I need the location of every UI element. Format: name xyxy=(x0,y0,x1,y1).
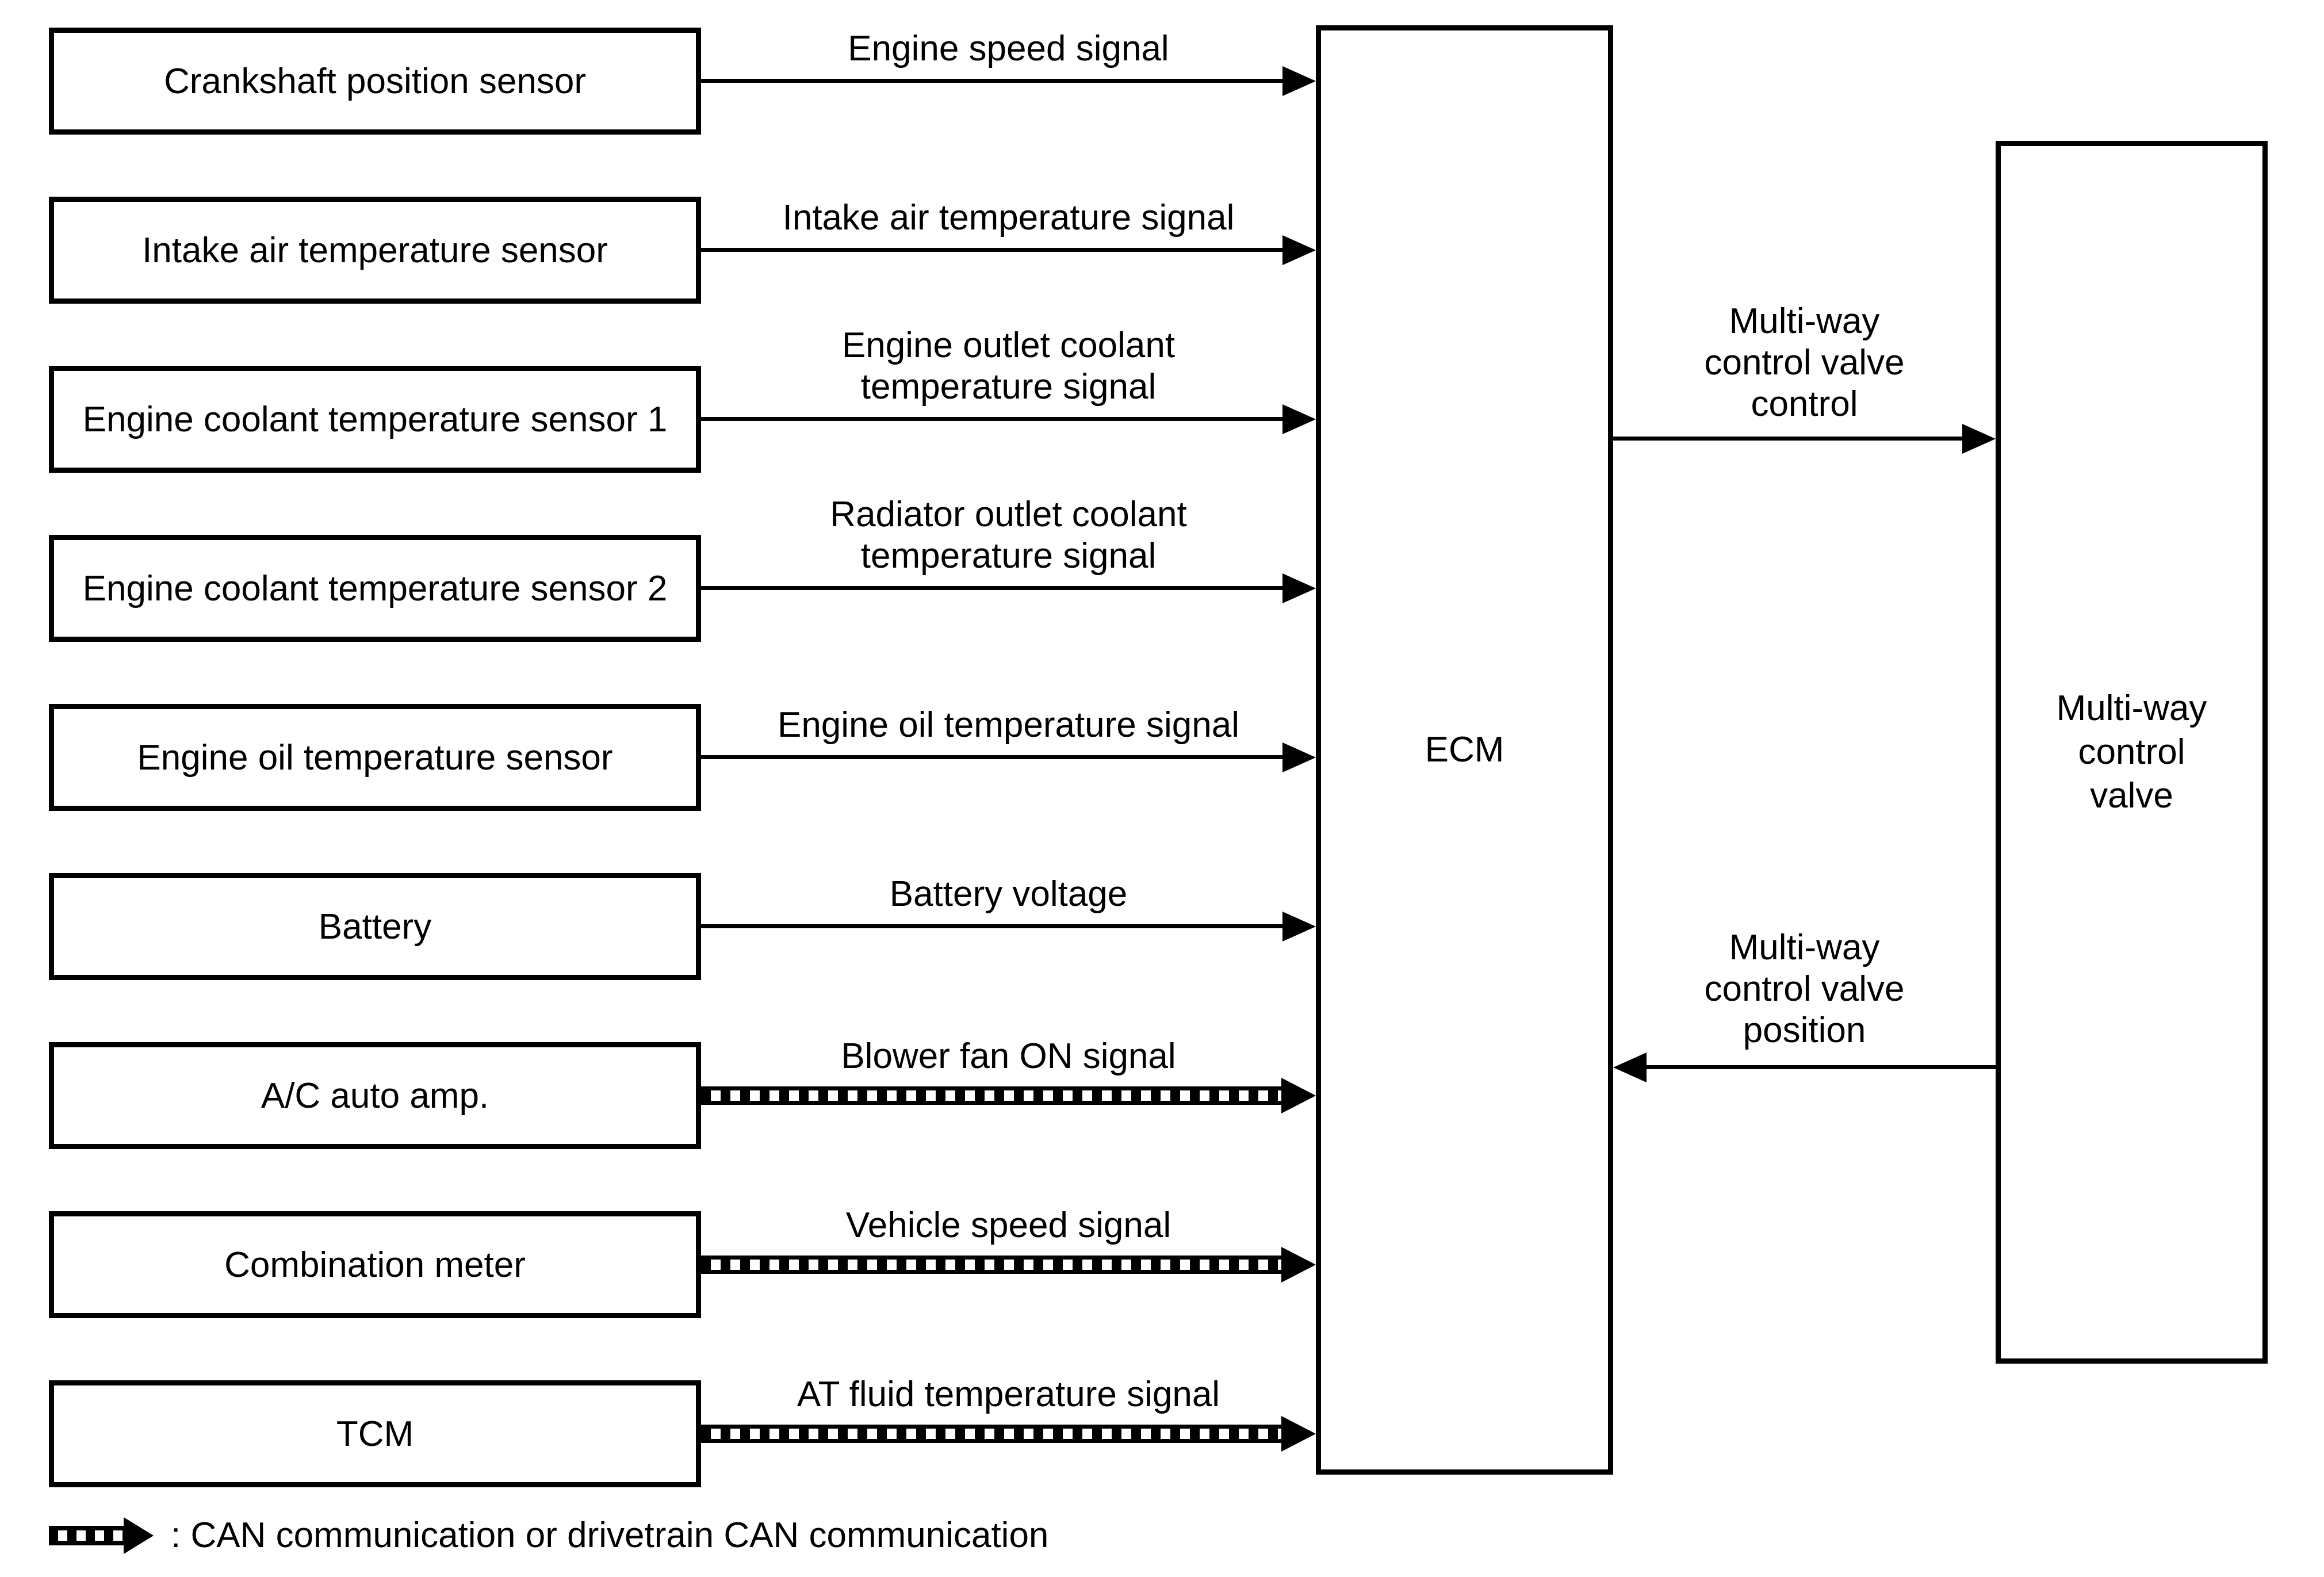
valve-label-line: control xyxy=(2078,732,2185,772)
arrow-intake-air-temperature-signal xyxy=(701,248,1282,252)
arrow-radiator-outlet-coolant-temperature-signal xyxy=(701,586,1282,590)
can-arrow-vehicle-speed-signal xyxy=(701,1256,1281,1274)
source-box-battery: Battery xyxy=(49,873,701,980)
source-box-label: Crankshaft position sensor xyxy=(163,61,587,101)
signal-label-battery-voltage: Battery voltage xyxy=(889,874,1128,914)
label-multi-way-control-valve-control: Multi-way control valve control xyxy=(1704,301,1905,424)
valve-label-line: valve xyxy=(2090,776,2173,816)
legend-text: : CAN communication or drivetrain CAN co… xyxy=(171,1515,1049,1555)
source-box-label: A/C auto amp. xyxy=(261,1075,489,1116)
legend: : CAN communication or drivetrain CAN co… xyxy=(49,1515,1048,1556)
can-arrow-at-fluid-temperature-signal xyxy=(701,1425,1281,1443)
source-box-label: TCM xyxy=(336,1414,414,1454)
can-arrow-blower-fan-on-signal xyxy=(701,1086,1281,1105)
arrow-engine-speed-signal xyxy=(701,79,1282,83)
source-box-tcm: TCM xyxy=(49,1380,701,1487)
arrow-engine-oil-temperature-signal xyxy=(701,755,1282,759)
source-box-label: Battery xyxy=(318,906,432,947)
valve-label-line: Multi-way xyxy=(2056,688,2207,728)
signal-label-radiator-outlet-coolant-temperature: Radiator outlet coolant temperature sign… xyxy=(830,495,1187,576)
source-box-label: Engine coolant temperature sensor 1 xyxy=(82,399,668,439)
arrow-multi-way-control-valve-position xyxy=(1647,1065,1996,1069)
source-box-label: Engine oil temperature sensor xyxy=(137,737,613,778)
can-arrow-icon xyxy=(49,1525,124,1545)
source-box-ac-auto-amp: A/C auto amp. xyxy=(49,1042,701,1149)
signal-label-intake-air-temperature: Intake air temperature signal xyxy=(782,198,1235,238)
source-box-combination-meter: Combination meter xyxy=(49,1211,701,1318)
multi-way-control-valve-box: Multi-way control valve xyxy=(1996,141,2268,1364)
signal-label-engine-speed: Engine speed signal xyxy=(848,29,1169,68)
source-box-label: Intake air temperature sensor xyxy=(142,230,608,270)
source-box-label: Engine coolant temperature sensor 2 xyxy=(82,568,668,608)
ecm-label: ECM xyxy=(1425,730,1504,770)
signal-label-blower-fan-on: Blower fan ON signal xyxy=(841,1036,1176,1076)
signal-label-engine-oil-temperature: Engine oil temperature signal xyxy=(777,705,1240,745)
arrow-multi-way-control-valve-control xyxy=(1613,437,1962,441)
signal-label-engine-outlet-coolant-temperature: Engine outlet coolant temperature signal xyxy=(841,326,1176,407)
label-multi-way-control-valve-position: Multi-way control valve position xyxy=(1704,928,1905,1050)
arrow-engine-outlet-coolant-temperature-signal xyxy=(701,417,1282,421)
source-box-engine-oil-temperature-sensor: Engine oil temperature sensor xyxy=(49,704,701,811)
ecm-box: ECM xyxy=(1316,25,1613,1475)
source-box-label: Combination meter xyxy=(224,1245,526,1285)
source-box-crankshaft-position-sensor: Crankshaft position sensor xyxy=(49,28,701,135)
source-box-engine-coolant-temperature-sensor-1: Engine coolant temperature sensor 1 xyxy=(49,366,701,473)
signal-label-at-fluid-temperature: AT fluid temperature signal xyxy=(797,1375,1220,1414)
source-box-intake-air-temperature-sensor: Intake air temperature sensor xyxy=(49,197,701,304)
signal-label-vehicle-speed: Vehicle speed signal xyxy=(845,1205,1171,1245)
source-box-engine-coolant-temperature-sensor-2: Engine coolant temperature sensor 2 xyxy=(49,535,701,642)
arrow-battery-voltage xyxy=(701,924,1282,928)
